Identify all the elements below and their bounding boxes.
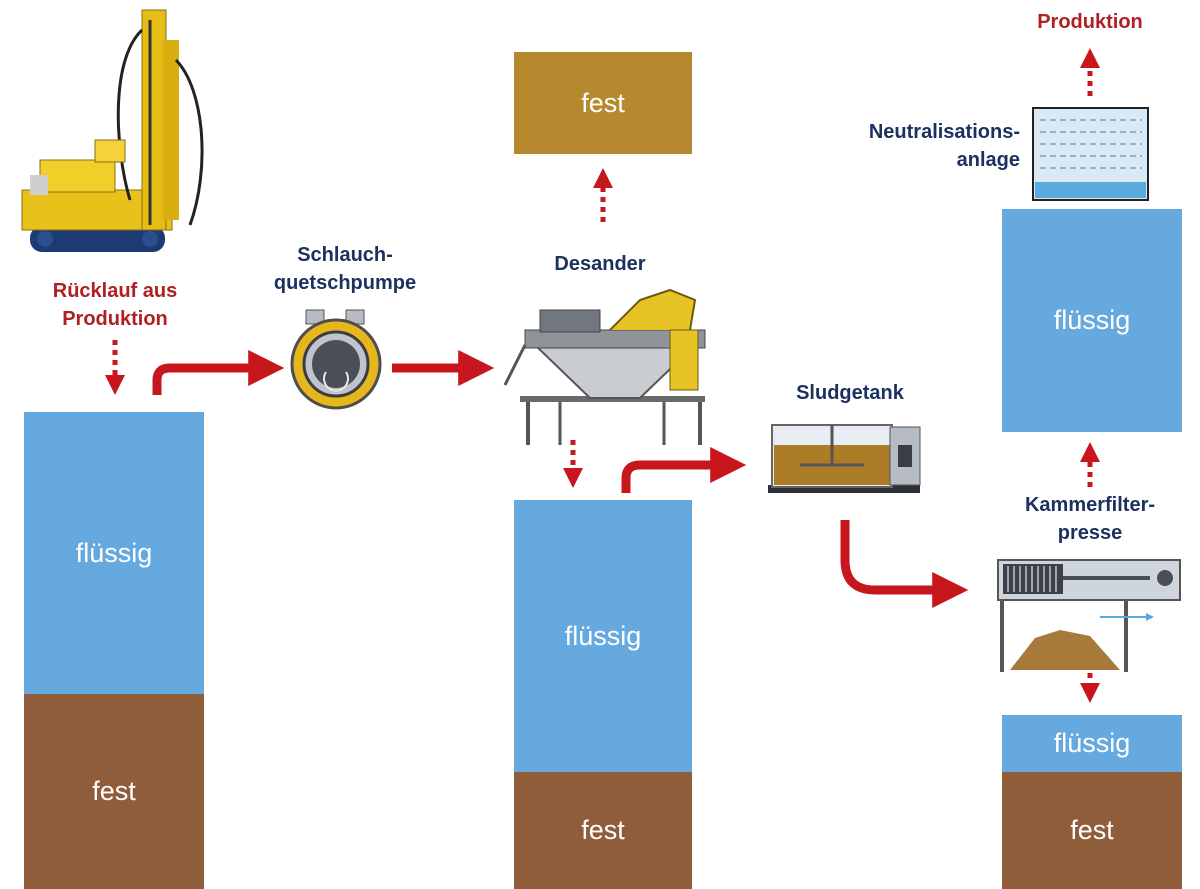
arrow-sludgetank-to-filterpress	[840, 520, 969, 608]
filterpress-label-line1: Kammerfilter-	[1024, 494, 1156, 516]
desander-solid-block: fest	[514, 772, 692, 889]
arrow-stage1-to-pump	[152, 350, 285, 395]
neutralisation-label-line2: anlage	[956, 149, 1020, 171]
filterpress-solid-block: fest	[1002, 772, 1182, 889]
filter-press-icon	[997, 559, 1181, 672]
filterpress-label: Kammerfilter- presse	[995, 491, 1185, 547]
filterpress-label-line2: presse	[1057, 522, 1123, 544]
pump-label: Schlauch- quetschpumpe	[250, 241, 440, 297]
desander-solid-output-block: fest	[514, 52, 692, 154]
drilling-rig-icon	[21, 9, 204, 252]
stage1-solid-label: fest	[92, 776, 136, 806]
neutralisation-label: Neutralisations- anlage	[820, 118, 1020, 174]
stage1-liquid-label: flüssig	[75, 537, 153, 568]
arrow-desander-to-sludgetank	[621, 447, 747, 493]
return-label-line1: Rücklauf aus	[52, 280, 178, 302]
desander-icon	[503, 288, 706, 445]
desander-liquid-block: flüssig	[514, 500, 692, 772]
neutralisation-label-line1: Neutralisations-	[868, 121, 1020, 143]
desander-label: Desander	[554, 253, 646, 275]
desander-liquid-label: flüssig	[564, 620, 642, 651]
sludge-tank-icon	[768, 424, 921, 493]
filterpress-liquid-block: flüssig	[1002, 715, 1182, 772]
stage1-liquid-block: flüssig	[24, 412, 204, 694]
desander-solid-output-label: fest	[581, 87, 625, 118]
sludgetank-label: Sludgetank	[796, 382, 904, 404]
stage1-solid-block: fest	[24, 694, 204, 889]
filterpress-solid-label: fest	[1070, 815, 1114, 845]
pump-label-line1: Schlauch-	[297, 244, 393, 266]
production-output-label: Produktion	[1037, 11, 1143, 33]
filterpress-liquid-label: flüssig	[1053, 728, 1131, 758]
pump-label-line2: quetschpumpe	[273, 272, 417, 294]
neutralisation-liquid-block: flüssig	[1002, 209, 1182, 432]
hose-pump-icon	[290, 309, 382, 410]
neutralisation-tank-icon	[1032, 107, 1149, 201]
return-label-line2: Produktion	[62, 308, 168, 330]
neutralisation-liquid-label: flüssig	[1053, 305, 1131, 335]
desander-solid-label: fest	[581, 815, 625, 845]
return-from-production-label: Rücklauf aus Produktion	[30, 277, 200, 333]
